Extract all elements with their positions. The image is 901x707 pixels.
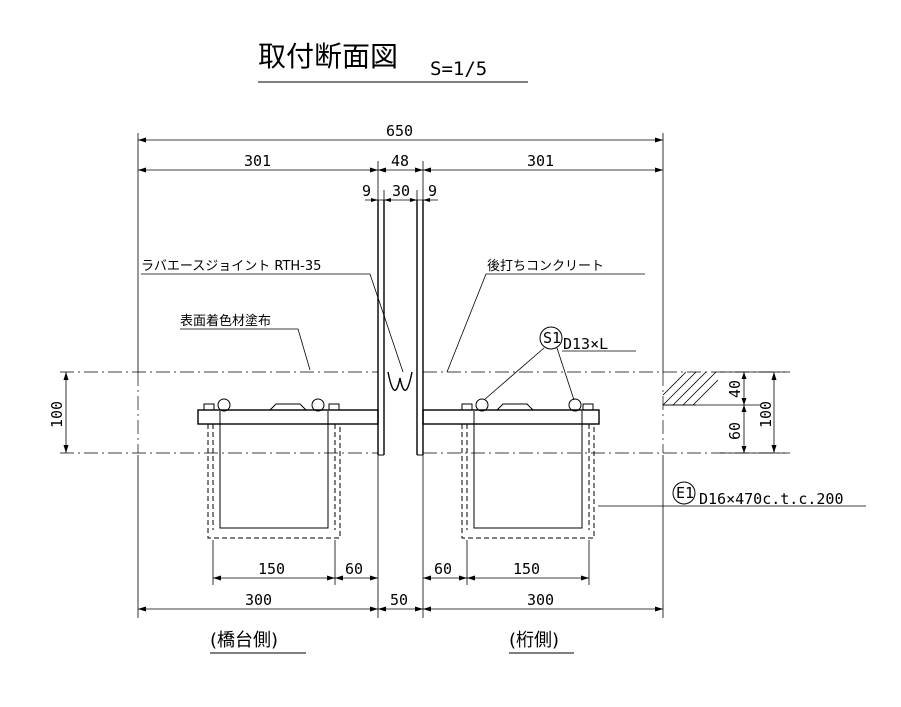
dim-9-left: 9	[362, 182, 371, 200]
dim-30: 30	[392, 182, 410, 200]
dim-150-right: 150	[513, 560, 540, 578]
dim-301-left: 301	[244, 152, 271, 170]
label-e1-spec: D16×470c.t.c.200	[699, 490, 844, 508]
dim-48: 48	[391, 152, 409, 170]
side-label-abutment: (橋台側)	[210, 630, 278, 651]
dim-650: 650	[386, 122, 413, 140]
dim-300-right: 300	[527, 591, 554, 609]
rubber-joint	[377, 200, 424, 456]
label-s1-spec: D13×L	[563, 335, 608, 353]
side-dimensions: 100 40 60 100	[48, 371, 790, 454]
s1-circle-mark	[539, 326, 563, 350]
dim-60-left: 60	[345, 560, 363, 578]
dim-100-right: 100	[757, 401, 775, 428]
annotations: ラバエースジョイント RTH-35 後打ちコンクリート 表面着色材塗布 S1 D…	[141, 259, 866, 508]
dim-40: 40	[726, 380, 744, 398]
bottom-dimensions: 150 60 60 150 300 50 300	[137, 455, 664, 618]
drawing-scale: S=1/5	[430, 58, 487, 80]
dim-300-left: 300	[245, 591, 272, 609]
e1-mark-text: E1	[676, 484, 694, 502]
s1-mark-text: S1	[543, 329, 561, 347]
dim-50: 50	[390, 591, 408, 609]
dim-9-right: 9	[428, 182, 437, 200]
dim-60-right: 60	[434, 560, 452, 578]
dim-150-left: 150	[258, 560, 285, 578]
right-anchor-assembly	[422, 398, 600, 539]
dim-100-left: 100	[48, 401, 66, 428]
label-joint: ラバエースジョイント RTH-35	[141, 259, 321, 274]
e1-circle-mark	[672, 481, 696, 505]
label-after-concrete: 後打ちコンクリート	[487, 259, 604, 274]
side-label-girder: (桁側)	[509, 630, 559, 651]
dim-301-right: 301	[527, 152, 554, 170]
drawing-title: 取付断面図	[258, 40, 398, 73]
dim-60-vert: 60	[726, 422, 744, 440]
label-surface-coating: 表面着色材塗布	[180, 313, 271, 329]
left-anchor-assembly	[197, 398, 379, 539]
